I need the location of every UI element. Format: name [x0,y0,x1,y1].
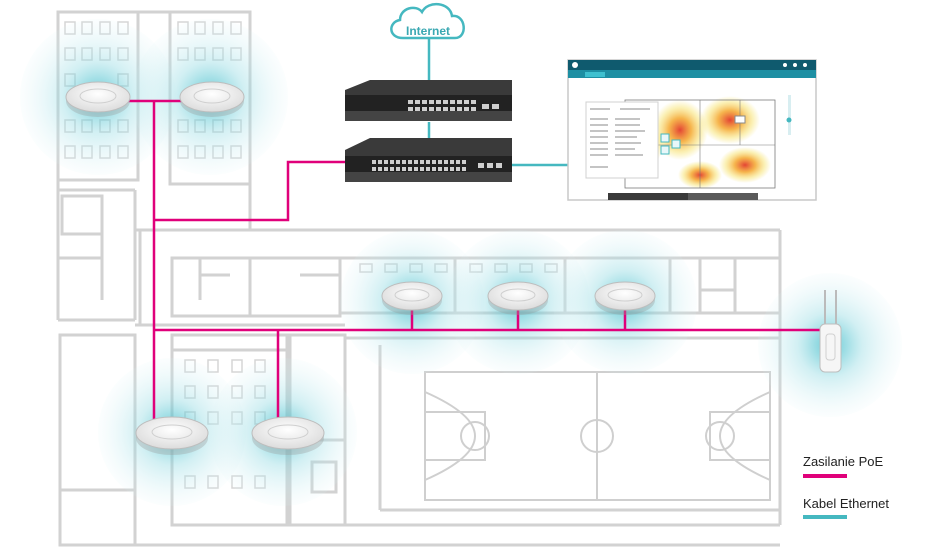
device-info-rows [590,108,650,168]
logout-icon [803,63,807,67]
switch-bottom-icon [345,138,512,182]
legend-ethernet-label: Kabel Ethernet [803,496,890,511]
access-point-icon [65,81,131,117]
bottom-toolbar [608,193,688,200]
zoom-slider [788,95,791,135]
settings-icon [783,63,787,67]
basketball-court [424,371,771,501]
controller-screen [567,59,817,201]
access-point-icon [381,281,443,315]
user-icon [793,63,797,67]
legend-poe-label: Zasilanie PoE [803,454,884,469]
controller-tab-bar [568,70,816,78]
access-point-icon [135,416,209,455]
access-point-icon [251,416,325,455]
map-ap-label [734,115,746,124]
map-ap-marker [660,133,670,143]
legend-poe-swatch [803,474,847,478]
poe-cables [98,99,830,432]
switch-top-icon [345,80,512,121]
access-point-icon [487,281,549,315]
map-ap-marker [671,139,681,149]
cloud-label: Internet [406,24,450,38]
outdoor-access-point-icon [819,290,842,373]
controller-header-bar [568,60,816,70]
access-point-icon [594,281,656,315]
access-point-icon [179,81,245,117]
ethernet-cables [427,38,570,167]
cloud-icon [390,3,465,40]
zoom-handle [786,117,792,123]
legend-ethernet-swatch [803,515,847,519]
device-info-panel [585,101,659,179]
cable-switch-to-building [154,160,345,222]
map-ap-marker [660,145,670,155]
logo-icon [572,62,578,68]
